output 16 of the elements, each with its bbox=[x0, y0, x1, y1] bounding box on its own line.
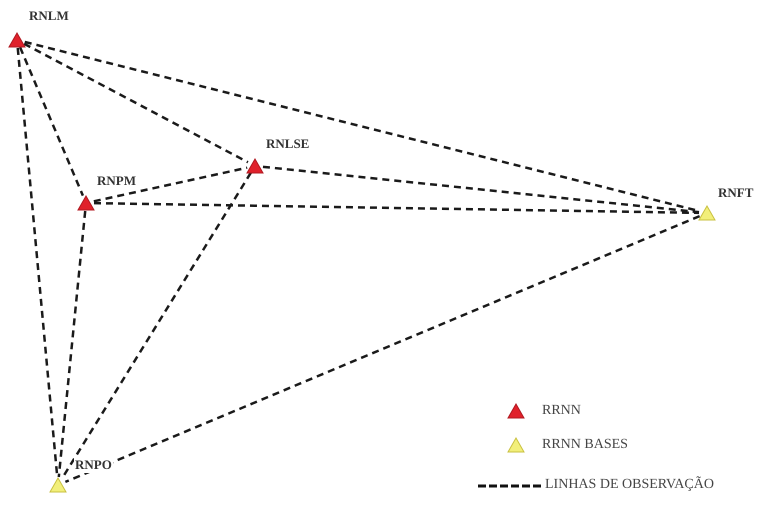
triangle-marker bbox=[246, 158, 264, 174]
observation-line bbox=[58, 210, 86, 478]
observation-line bbox=[94, 166, 248, 203]
station-label: RNPO bbox=[74, 457, 113, 473]
triangle-marker bbox=[8, 32, 26, 48]
observation-line bbox=[94, 202, 700, 214]
triangle-marker bbox=[698, 205, 716, 221]
observation-line bbox=[64, 214, 700, 484]
triangle-marker bbox=[49, 477, 67, 493]
triangle-marker bbox=[77, 195, 95, 211]
legend-label: LINHAS DE OBSERVAÇÃO bbox=[545, 477, 714, 493]
legend-label: RRNN bbox=[542, 403, 581, 419]
observation-line bbox=[23, 42, 249, 164]
legend-label: RRNN BASES bbox=[542, 437, 628, 453]
observation-line bbox=[18, 46, 84, 196]
observation-line bbox=[262, 166, 700, 214]
